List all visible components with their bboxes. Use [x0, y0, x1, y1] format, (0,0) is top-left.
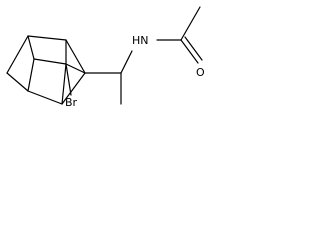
bond [6, 72, 29, 92]
bond [27, 35, 35, 60]
carbonyl-double-bond-a [180, 39, 199, 64]
bond [65, 39, 86, 74]
structure-diagram: HN O Br [0, 0, 212, 119]
nitrogen-label: HN [132, 34, 149, 47]
oxygen-label: O [196, 66, 205, 79]
bond-to-nitrogen [120, 50, 133, 74]
bond [33, 58, 67, 65]
bond [61, 72, 86, 105]
molecule-drawing: HN O Br [6, 6, 205, 109]
bond [6, 35, 29, 74]
bond [61, 63, 67, 105]
side-chain [84, 6, 203, 105]
adamantane-cage [6, 35, 86, 105]
bond [27, 35, 67, 41]
bond [65, 63, 86, 74]
bromine-label: Br [65, 96, 78, 109]
bond [27, 90, 63, 105]
acetyl-methyl-bond [180, 6, 201, 41]
bond [27, 58, 35, 92]
bond-to-bromine [65, 63, 72, 96]
carbonyl-double-bond-b [184, 36, 203, 61]
